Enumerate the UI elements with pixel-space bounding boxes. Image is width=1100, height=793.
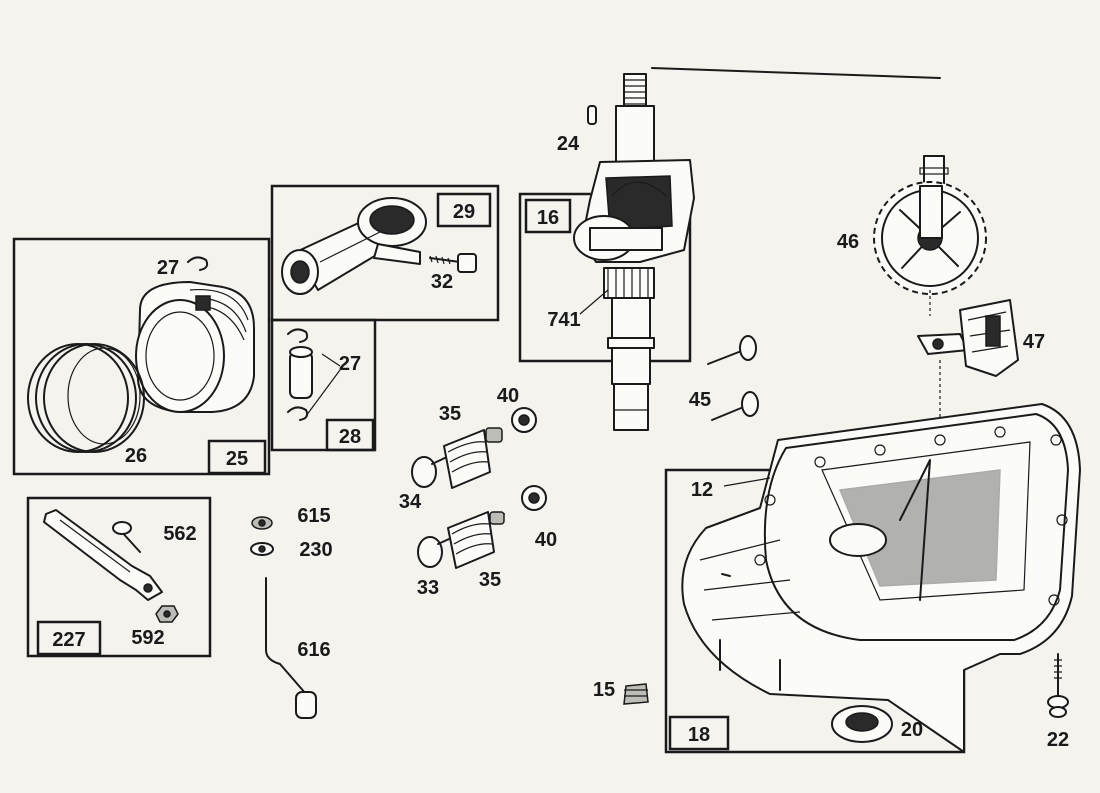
retaining-clip-part (187, 256, 209, 271)
callout-34: 34 (399, 491, 422, 513)
crankshaft-part (573, 73, 695, 431)
box-number-25: 25 (226, 448, 248, 470)
callout-20: 20 (901, 719, 923, 741)
callout-22: 22 (1047, 729, 1069, 751)
callout-35-bottom: 35 (479, 569, 501, 591)
drain-plug-part (623, 683, 649, 705)
lever-nut-part (155, 605, 179, 623)
callout-741: 741 (547, 309, 580, 331)
callout-27-pin: 27 (339, 353, 361, 375)
callout-33: 33 (417, 577, 439, 599)
callout-40-bottom: 40 (535, 529, 557, 551)
crankcase-cover-part (681, 403, 1081, 753)
box-number-28: 28 (339, 426, 361, 448)
piston-rings-part (27, 343, 145, 453)
callout-47: 47 (1023, 331, 1045, 353)
callout-27-clip: 27 (157, 257, 179, 279)
callout-labels: 24 27 32 741 46 47 27 35 40 45 26 34 12 … (125, 133, 1069, 751)
dipper-nut-part (251, 516, 273, 530)
kit-box-29: 29 (270, 184, 500, 322)
kit-box-25: 25 (12, 237, 271, 476)
kit-box-227: 227 (26, 496, 212, 658)
callout-46: 46 (837, 231, 859, 253)
intake-valve-assembly (417, 511, 505, 569)
piston-part (135, 281, 255, 413)
piston-pin-part (287, 328, 313, 421)
oil-dipper-part (265, 577, 317, 719)
camshaft-gear-part (873, 155, 987, 316)
box-number-227: 227 (52, 629, 85, 651)
washer-part (250, 542, 274, 556)
callout-592: 592 (131, 627, 164, 649)
callout-26: 26 (125, 445, 147, 467)
kit-box-28: 28 (270, 318, 377, 452)
exhaust-valve-assembly (411, 427, 503, 489)
callout-40-top: 40 (497, 385, 519, 407)
callout-15: 15 (593, 679, 615, 701)
callout-12: 12 (691, 479, 713, 501)
callout-616: 616 (297, 639, 330, 661)
rod-bolt-part (429, 253, 477, 273)
cover-bolt-part (1047, 653, 1069, 718)
crank-key-part (587, 105, 597, 125)
tappet-part (707, 335, 759, 421)
callout-45: 45 (689, 389, 711, 411)
oil-seal-part (831, 705, 893, 743)
reference-line (651, 67, 941, 79)
valve-retainer-part-lower (521, 485, 547, 511)
box-number-18: 18 (688, 724, 710, 746)
callout-35-top: 35 (439, 403, 461, 425)
governor-part (917, 299, 1019, 440)
callout-32: 32 (431, 271, 453, 293)
crank-gear-part (603, 267, 655, 299)
connecting-rod-part (281, 197, 427, 295)
valve-retainer-part (511, 407, 537, 433)
box-number-16: 16 (537, 207, 559, 229)
control-lever-part (43, 509, 163, 601)
callout-230: 230 (299, 539, 332, 561)
leader-lines (305, 289, 771, 487)
callout-562: 562 (163, 523, 196, 545)
callout-24: 24 (557, 133, 580, 155)
callout-615: 615 (297, 505, 330, 527)
lever-screw-part (112, 521, 141, 553)
box-number-29: 29 (453, 201, 475, 223)
